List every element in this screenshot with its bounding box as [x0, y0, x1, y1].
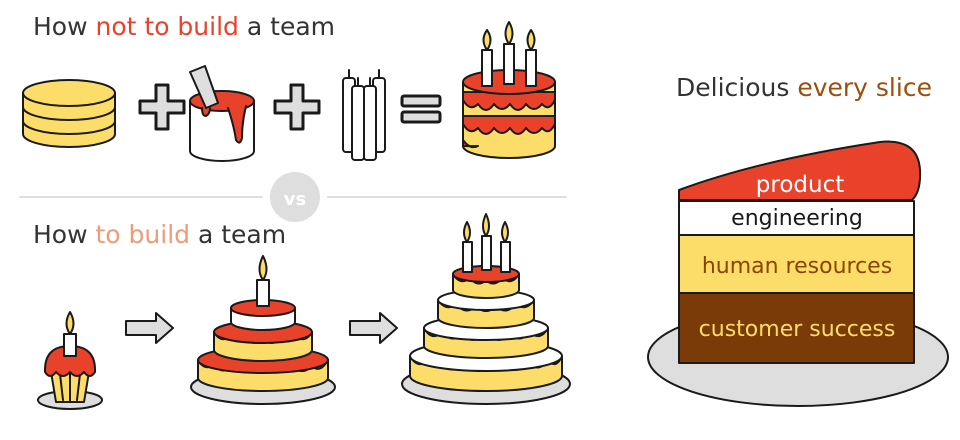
tall-cake-icon — [462, 21, 556, 159]
top-title-prefix: How — [33, 12, 96, 41]
arrow-right-icon — [349, 312, 398, 344]
slice-title: Delicious every slice — [676, 73, 932, 102]
cupcake-icon — [37, 311, 103, 410]
top-title-highlight: not to build — [95, 12, 239, 41]
top-title: How not to build a team — [33, 12, 335, 41]
layer-label-product: product — [756, 172, 844, 198]
four-tier-cake-icon — [401, 213, 571, 405]
plus-icon — [138, 83, 186, 131]
vs-label: vs — [284, 189, 306, 210]
vs-badge — [270, 172, 320, 222]
three-tier-cake-icon — [190, 255, 336, 405]
layer-label-customer-success: customer success — [699, 317, 896, 342]
candles-icon — [342, 69, 386, 161]
equals-icon — [400, 94, 442, 124]
bottom-title-highlight: to build — [95, 220, 191, 249]
slice-layer-engineering — [678, 200, 915, 236]
arrow-right-icon — [125, 312, 174, 344]
slice-layer-human-resources — [678, 234, 915, 294]
slice-layer-product — [678, 140, 922, 201]
slice-title-prefix: Delicious — [676, 73, 798, 102]
slice-title-highlight: every slice — [797, 73, 932, 102]
top-title-suffix: a team — [238, 12, 335, 41]
bottom-title-suffix: a team — [190, 220, 287, 249]
layer-label-human-resources: human resources — [702, 254, 892, 279]
slice-layer-customer-success — [678, 292, 915, 364]
plus-icon — [273, 83, 321, 131]
disk-stack-icon — [22, 79, 116, 148]
paint-can-icon — [189, 65, 255, 162]
bottom-title: How to build a team — [33, 220, 286, 249]
layer-label-engineering: engineering — [731, 206, 863, 231]
bottom-title-prefix: How — [33, 220, 96, 249]
